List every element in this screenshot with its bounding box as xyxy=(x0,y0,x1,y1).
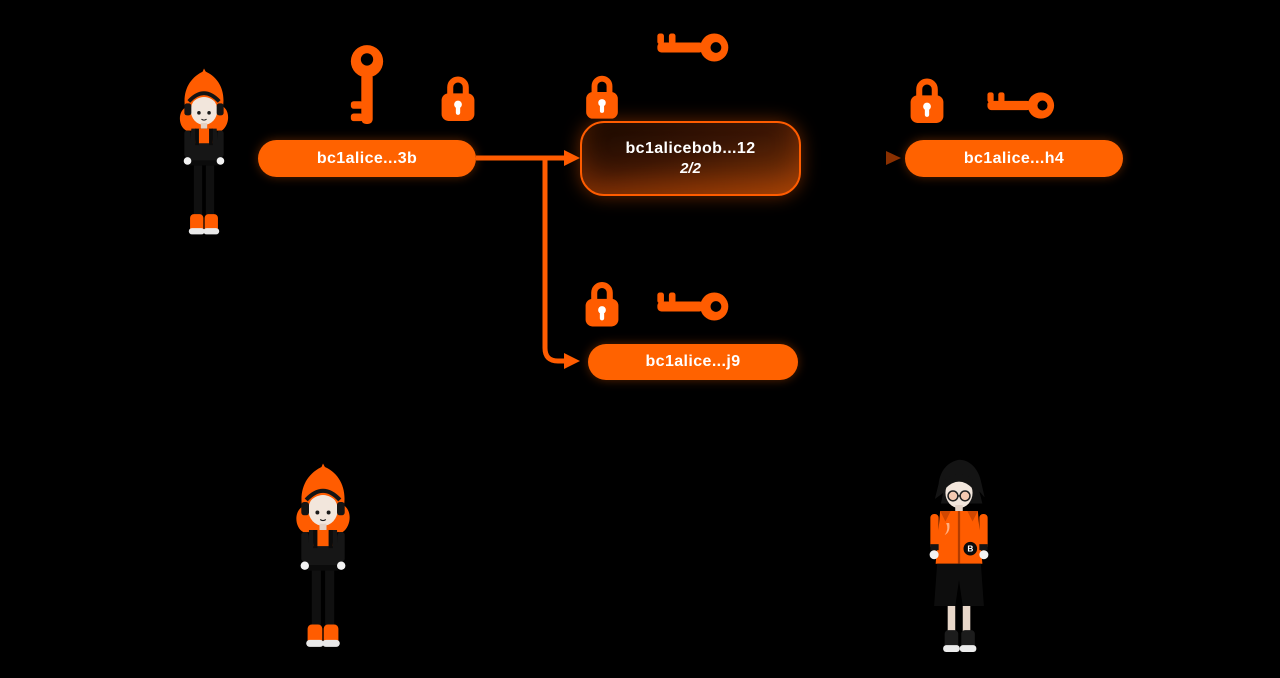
output-address-label: bc1alice...h4 xyxy=(963,149,1065,167)
input-to-multisig-arrow xyxy=(476,150,580,166)
alice-avatar-top xyxy=(179,68,229,235)
lock-icon xyxy=(441,76,475,121)
bob-jacket-badge: B xyxy=(967,544,973,554)
lock-icon xyxy=(586,75,618,119)
multisig-to-output-arrow xyxy=(802,151,901,165)
change-address-label: bc1alice...j9 xyxy=(645,353,741,370)
bob-avatar: B xyxy=(929,459,989,652)
change-address-pill: bc1alice...j9 xyxy=(588,344,798,380)
multisig-address-label: bc1alicebob...12 xyxy=(625,140,756,157)
key-icon xyxy=(350,45,384,124)
key-icon xyxy=(657,292,729,321)
lock-icon xyxy=(585,282,619,327)
multisig-address-box: bc1alicebob...12 2/2 xyxy=(580,121,801,196)
output-address-pill: bc1alice...h4 xyxy=(905,140,1123,177)
alice-avatar-bottom xyxy=(296,463,350,647)
lock-icon xyxy=(910,78,944,123)
input-address-pill: bc1alice...3b xyxy=(258,140,476,177)
key-icon xyxy=(987,92,1055,119)
multisig-to-change-arrow xyxy=(542,155,580,369)
multisig-threshold-label: 2/2 xyxy=(680,160,701,177)
input-address-label: bc1alice...3b xyxy=(316,149,418,167)
key-icon xyxy=(657,33,729,62)
